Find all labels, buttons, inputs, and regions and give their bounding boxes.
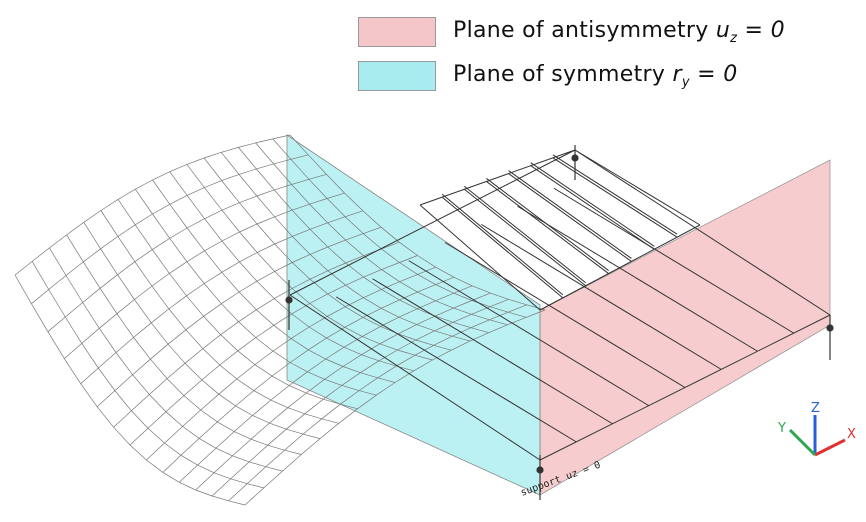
girder — [530, 162, 655, 247]
deck-top-edge — [419, 204, 541, 311]
mesh-line — [14, 274, 246, 506]
mesh-line — [146, 266, 436, 461]
legend-symmetry: Plane of symmetry ry = 0 — [358, 59, 738, 93]
girder — [486, 181, 609, 274]
support-right — [826, 315, 834, 360]
mesh-line — [64, 192, 345, 359]
symmetry-swatch — [358, 61, 436, 91]
girder — [552, 157, 678, 238]
mesh-line — [14, 134, 291, 276]
x-axis — [814, 438, 846, 457]
antisymmetry-label: Plane of antisymmetry uz = 0 — [453, 18, 785, 46]
deck-top-edge — [539, 224, 701, 311]
deck-edge — [289, 294, 541, 461]
support-bottom — [536, 455, 544, 500]
mesh-line — [80, 210, 364, 384]
antisymmetry-plane — [539, 159, 831, 496]
mesh-line — [195, 292, 491, 491]
girder — [530, 165, 655, 250]
legend-antisymmetry: Plane of antisymmetry uz = 0 — [358, 15, 785, 49]
antisymmetry-swatch — [358, 17, 436, 47]
support-top — [571, 145, 579, 180]
mesh-line — [211, 298, 509, 497]
girder — [463, 188, 587, 287]
deck-top-edge — [574, 149, 701, 226]
mesh-line — [162, 276, 455, 473]
y-axis — [788, 428, 817, 457]
girder — [508, 170, 632, 259]
x-axis-label: X — [847, 427, 856, 442]
girder — [508, 173, 632, 262]
mesh-line — [113, 241, 400, 428]
deck-rib — [335, 296, 577, 443]
deck-top-edge — [419, 149, 576, 206]
mesh-line — [244, 309, 546, 506]
deformed-mesh — [14, 134, 546, 506]
symmetry-label: Plane of symmetry ry = 0 — [453, 62, 738, 90]
deck-edge — [289, 149, 576, 296]
support-left — [285, 280, 293, 330]
deck-rib — [480, 223, 722, 370]
bridge-deck — [289, 149, 831, 461]
mesh-line — [47, 173, 327, 332]
mesh-line — [179, 285, 473, 483]
girder — [441, 196, 564, 299]
mesh-line — [129, 255, 418, 446]
girder — [463, 185, 587, 284]
y-axis-label: Y — [777, 421, 786, 436]
mesh-line — [228, 304, 527, 502]
girder — [441, 193, 564, 296]
mesh-line — [96, 226, 382, 407]
z-axis-label: Z — [811, 401, 820, 416]
deck-rib — [517, 205, 758, 352]
deck-rib — [553, 187, 795, 334]
deck-rib — [372, 278, 613, 425]
axis-triad — [788, 415, 846, 457]
deck-rib — [444, 242, 686, 388]
mesh-line — [31, 154, 309, 304]
deck-edge — [574, 149, 831, 316]
girder — [552, 154, 678, 235]
deck-rib — [408, 260, 650, 407]
